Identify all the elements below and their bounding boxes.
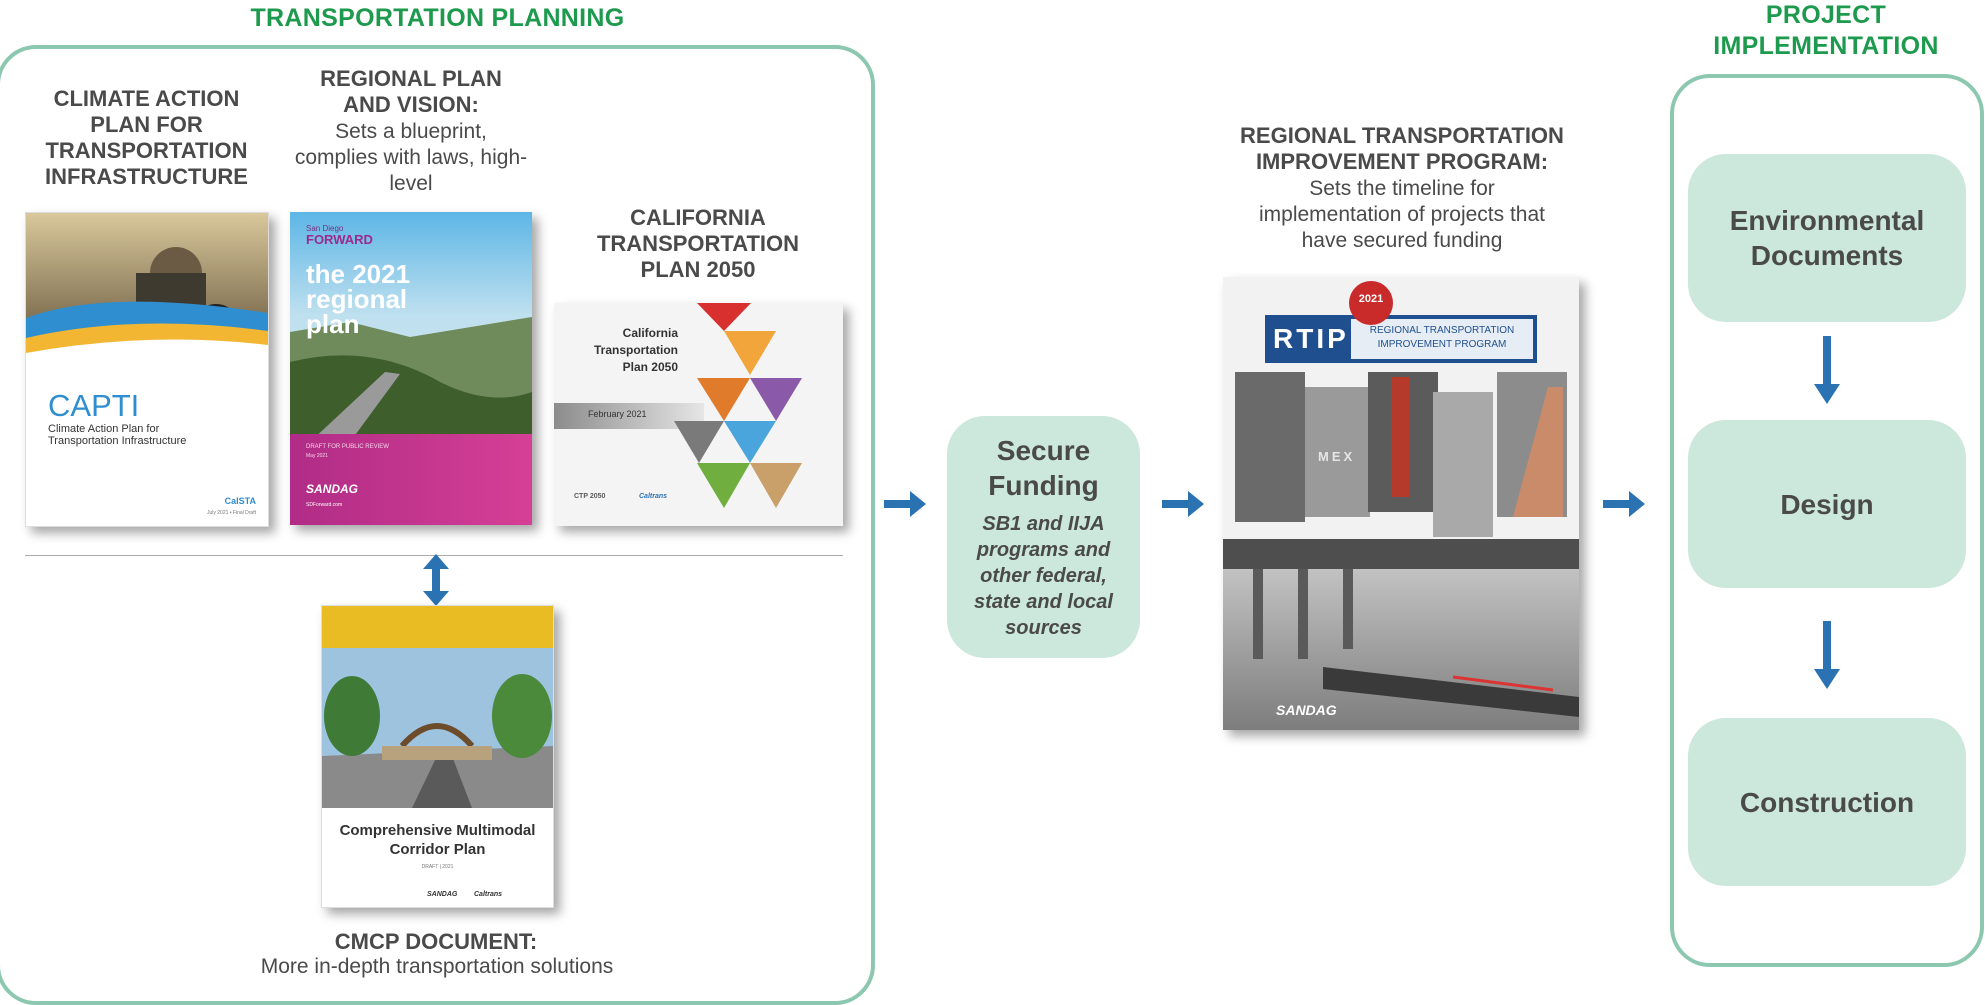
rtip-cover-acronym: RTIP [1273,323,1349,354]
ctp-document-cover[interactable]: California Transportation Plan 2050 Febr… [554,303,843,526]
regional-plan-description: Sets a blueprint, complies with laws, hi… [294,120,528,195]
implementation-section-title: PROJECT IMPLEMENTATION [1713,1,1939,60]
implementation-frame [1670,74,1984,967]
rtip-cover-title: REGIONAL TRANSPORTATION IMPROVEMENT PROG… [1369,325,1515,350]
arrow-right-icon [1162,491,1204,517]
rtip-document-cover[interactable]: 2021 RTIP REGIONAL TRANSPORTATION IMPROV… [1223,277,1579,730]
rtip-cover-photo [1223,281,1579,730]
rtip-description: Sets the timeline for implementation of … [1259,177,1545,252]
secure-funding-box: Secure Funding SB1 and IIJA programs and… [947,416,1140,658]
regional-plan-heading: REGIONAL PLAN AND VISION: [320,66,502,117]
regional-plan-cover-date: May 2021 [306,453,328,459]
cmcp-document-cover[interactable]: Comprehensive Multimodal Corridor Plan D… [321,605,554,908]
regional-plan-cover-note: DRAFT FOR PUBLIC REVIEW [306,444,389,450]
capti-cover-subtitle: Climate Action Plan for Transportation I… [48,423,187,447]
cmcp-cover-photo [322,606,553,808]
arrow-right-icon [1603,491,1645,517]
regional-plan-document-cover[interactable]: San Diego FORWARD the 2021 regional plan… [290,212,532,525]
secure-funding-title: Secure Funding [988,435,1099,501]
regional-plan-cover-brand: FORWARD [306,232,373,247]
ctp-cover-logo1: CTP 2050 [574,493,606,500]
rtip-cover-sign: MEX [1318,449,1356,464]
planning-divider [25,555,843,556]
ctp-heading: CALIFORNIA TRANSPORTATION PLAN 2050 [596,205,800,282]
construction-label: Construction [1739,786,1915,818]
regional-plan-cover-photo [290,212,532,525]
capti-cover-photo [26,213,268,373]
rtip-cover-year: 2021 [1358,293,1384,305]
capti-cover-brand: CalSTA [224,496,256,506]
arrow-right-icon [884,491,926,517]
secure-funding-subtitle: SB1 and IIJA programs and other federal,… [974,513,1113,639]
cmcp-cover-title: Comprehensive Multimodal Corridor Plan [339,822,536,858]
regional-plan-cover-brand-top: San Diego [306,224,344,233]
regional-plan-cover-web: SDForward.com [306,502,343,508]
capti-heading: CLIMATE ACTION PLAN FOR TRANSPORTATION I… [45,86,248,189]
environmental-documents-step[interactable]: Environmental Documents [1688,154,1966,322]
cmcp-cover-org: SANDAG [427,891,458,898]
cmcp-cover-note: DRAFT | 2021 [421,864,454,870]
capti-cover-title: CAPTI [48,388,140,423]
design-label: Design [1780,488,1874,520]
ctp-cover-title: California Transportation Plan 2050 [593,326,678,374]
capti-document-cover[interactable]: CAPTI Climate Action Plan for Transporta… [25,212,269,527]
regional-plan-cover-title: the 2021 regional plan [306,259,411,339]
cmcp-cover-org2: Caltrans [474,891,503,898]
design-step[interactable]: Design [1688,420,1966,588]
environmental-documents-label: Environmental Documents [1729,205,1925,271]
construction-step[interactable]: Construction [1688,718,1966,886]
arrow-down-icon [1814,336,1840,404]
arrow-down-icon [1814,621,1840,689]
cmcp-description: More in-depth transportation solutions [260,955,614,978]
rtip-heading: REGIONAL TRANSPORTATION IMPROVEMENT PROG… [1240,123,1564,174]
ctp-cover-graphic [554,303,802,508]
regional-plan-cover-org: SANDAG [306,482,359,496]
cmcp-heading: CMCP DOCUMENT: [334,929,538,954]
double-arrow-icon [423,554,449,606]
rtip-cover-org: SANDAG [1276,702,1337,718]
ctp-cover-date: February 2021 [588,409,647,419]
planning-section-title: TRANSPORTATION PLANNING [250,4,625,32]
capti-cover-date: July 2021 • Final Draft [207,510,256,516]
ctp-cover-logo2: Caltrans [639,493,668,500]
